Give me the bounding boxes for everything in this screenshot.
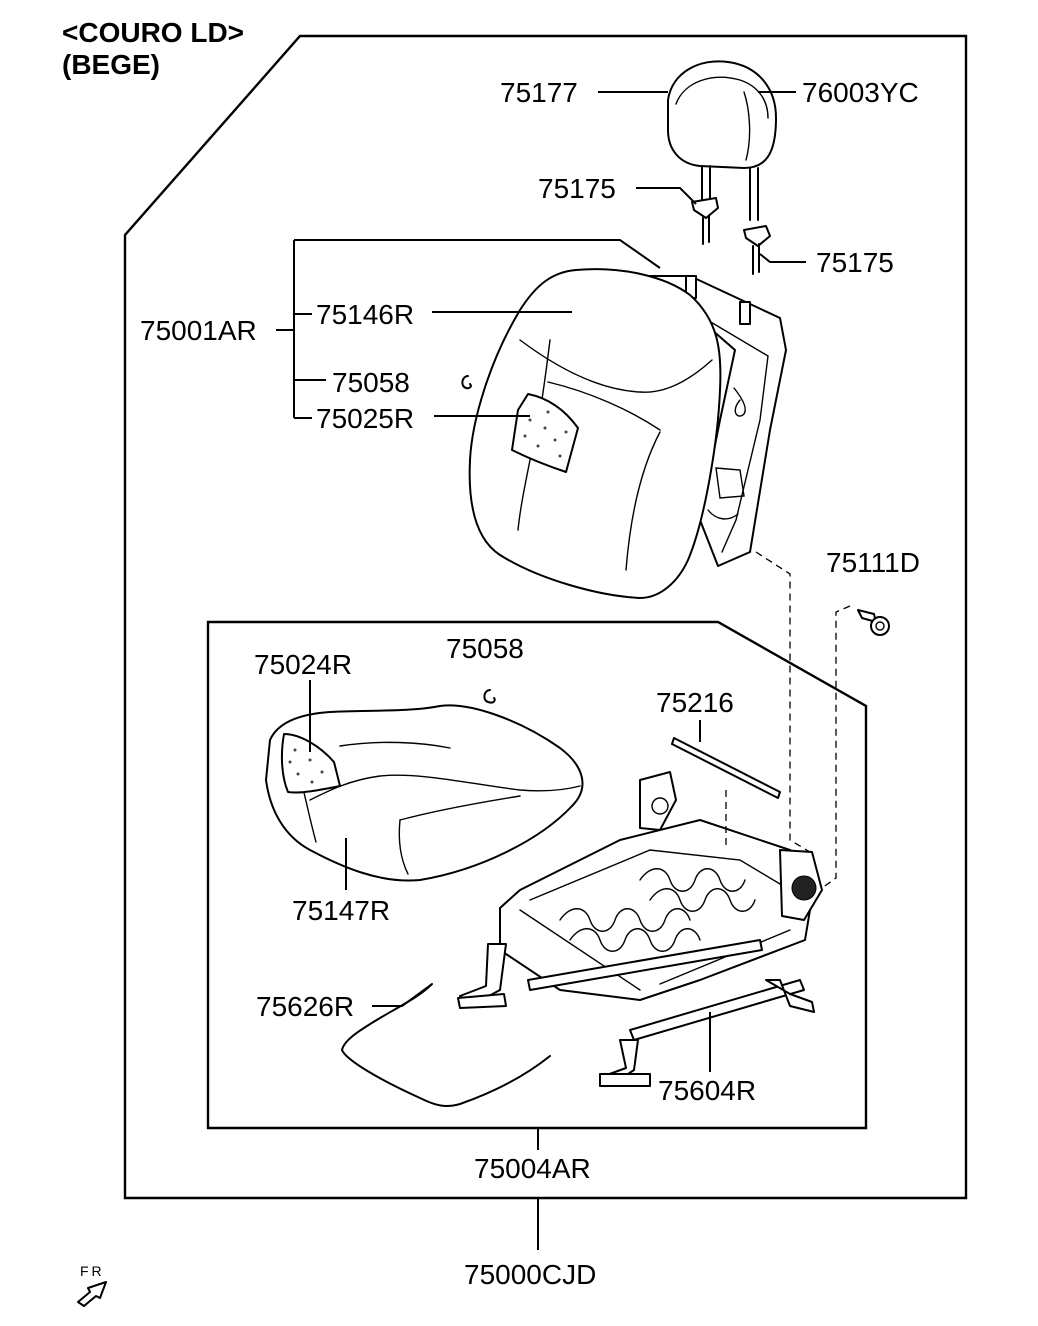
front-direction-arrow-icon	[77, 1281, 107, 1307]
seat-cushion	[265, 704, 584, 882]
seat-back	[468, 268, 787, 599]
label-75001AR: 75001AR	[140, 315, 257, 346]
header-color: (BEGE)	[62, 49, 160, 80]
label-75175-right: 75175	[816, 247, 894, 278]
cushion-assembly-frame	[206, 620, 868, 1130]
label-75004AR: 75004AR	[474, 1153, 591, 1184]
label-75058-cushion: 75058	[446, 633, 524, 664]
label-75177: 75177	[500, 77, 578, 108]
label-75024R: 75024R	[254, 649, 352, 680]
mounting-bolt	[857, 609, 890, 636]
hog-ring-back	[461, 375, 472, 390]
label-75604R: 75604R	[658, 1075, 756, 1106]
headrest-guide-left	[691, 197, 719, 245]
label-75058-back: 75058	[332, 367, 410, 398]
header-material: <COURO LD>	[62, 17, 244, 48]
label-75626R: 75626R	[256, 991, 354, 1022]
label-75025R: 75025R	[316, 403, 414, 434]
wiring-cable	[341, 983, 551, 1107]
label-75175-left: 75175	[538, 173, 616, 204]
label-76003YC: 76003YC	[802, 77, 919, 108]
hog-ring-cushion	[483, 689, 496, 704]
label-75111D: 75111D	[826, 547, 920, 578]
headrest	[667, 60, 777, 221]
label-75000CJD: 75000CJD	[464, 1259, 596, 1290]
assembly-guide-back	[755, 551, 811, 853]
label-75146R: 75146R	[316, 299, 414, 330]
assembly-guide-bolt	[821, 605, 851, 889]
front-direction-label: FR	[80, 1263, 105, 1279]
label-75147R: 75147R	[292, 895, 390, 926]
headrest-guide-right	[743, 225, 771, 275]
support-rod	[671, 737, 781, 799]
seat-assembly-frame	[123, 34, 968, 1200]
label-75216: 75216	[656, 687, 734, 718]
seat-frame-and-track	[457, 771, 823, 1087]
